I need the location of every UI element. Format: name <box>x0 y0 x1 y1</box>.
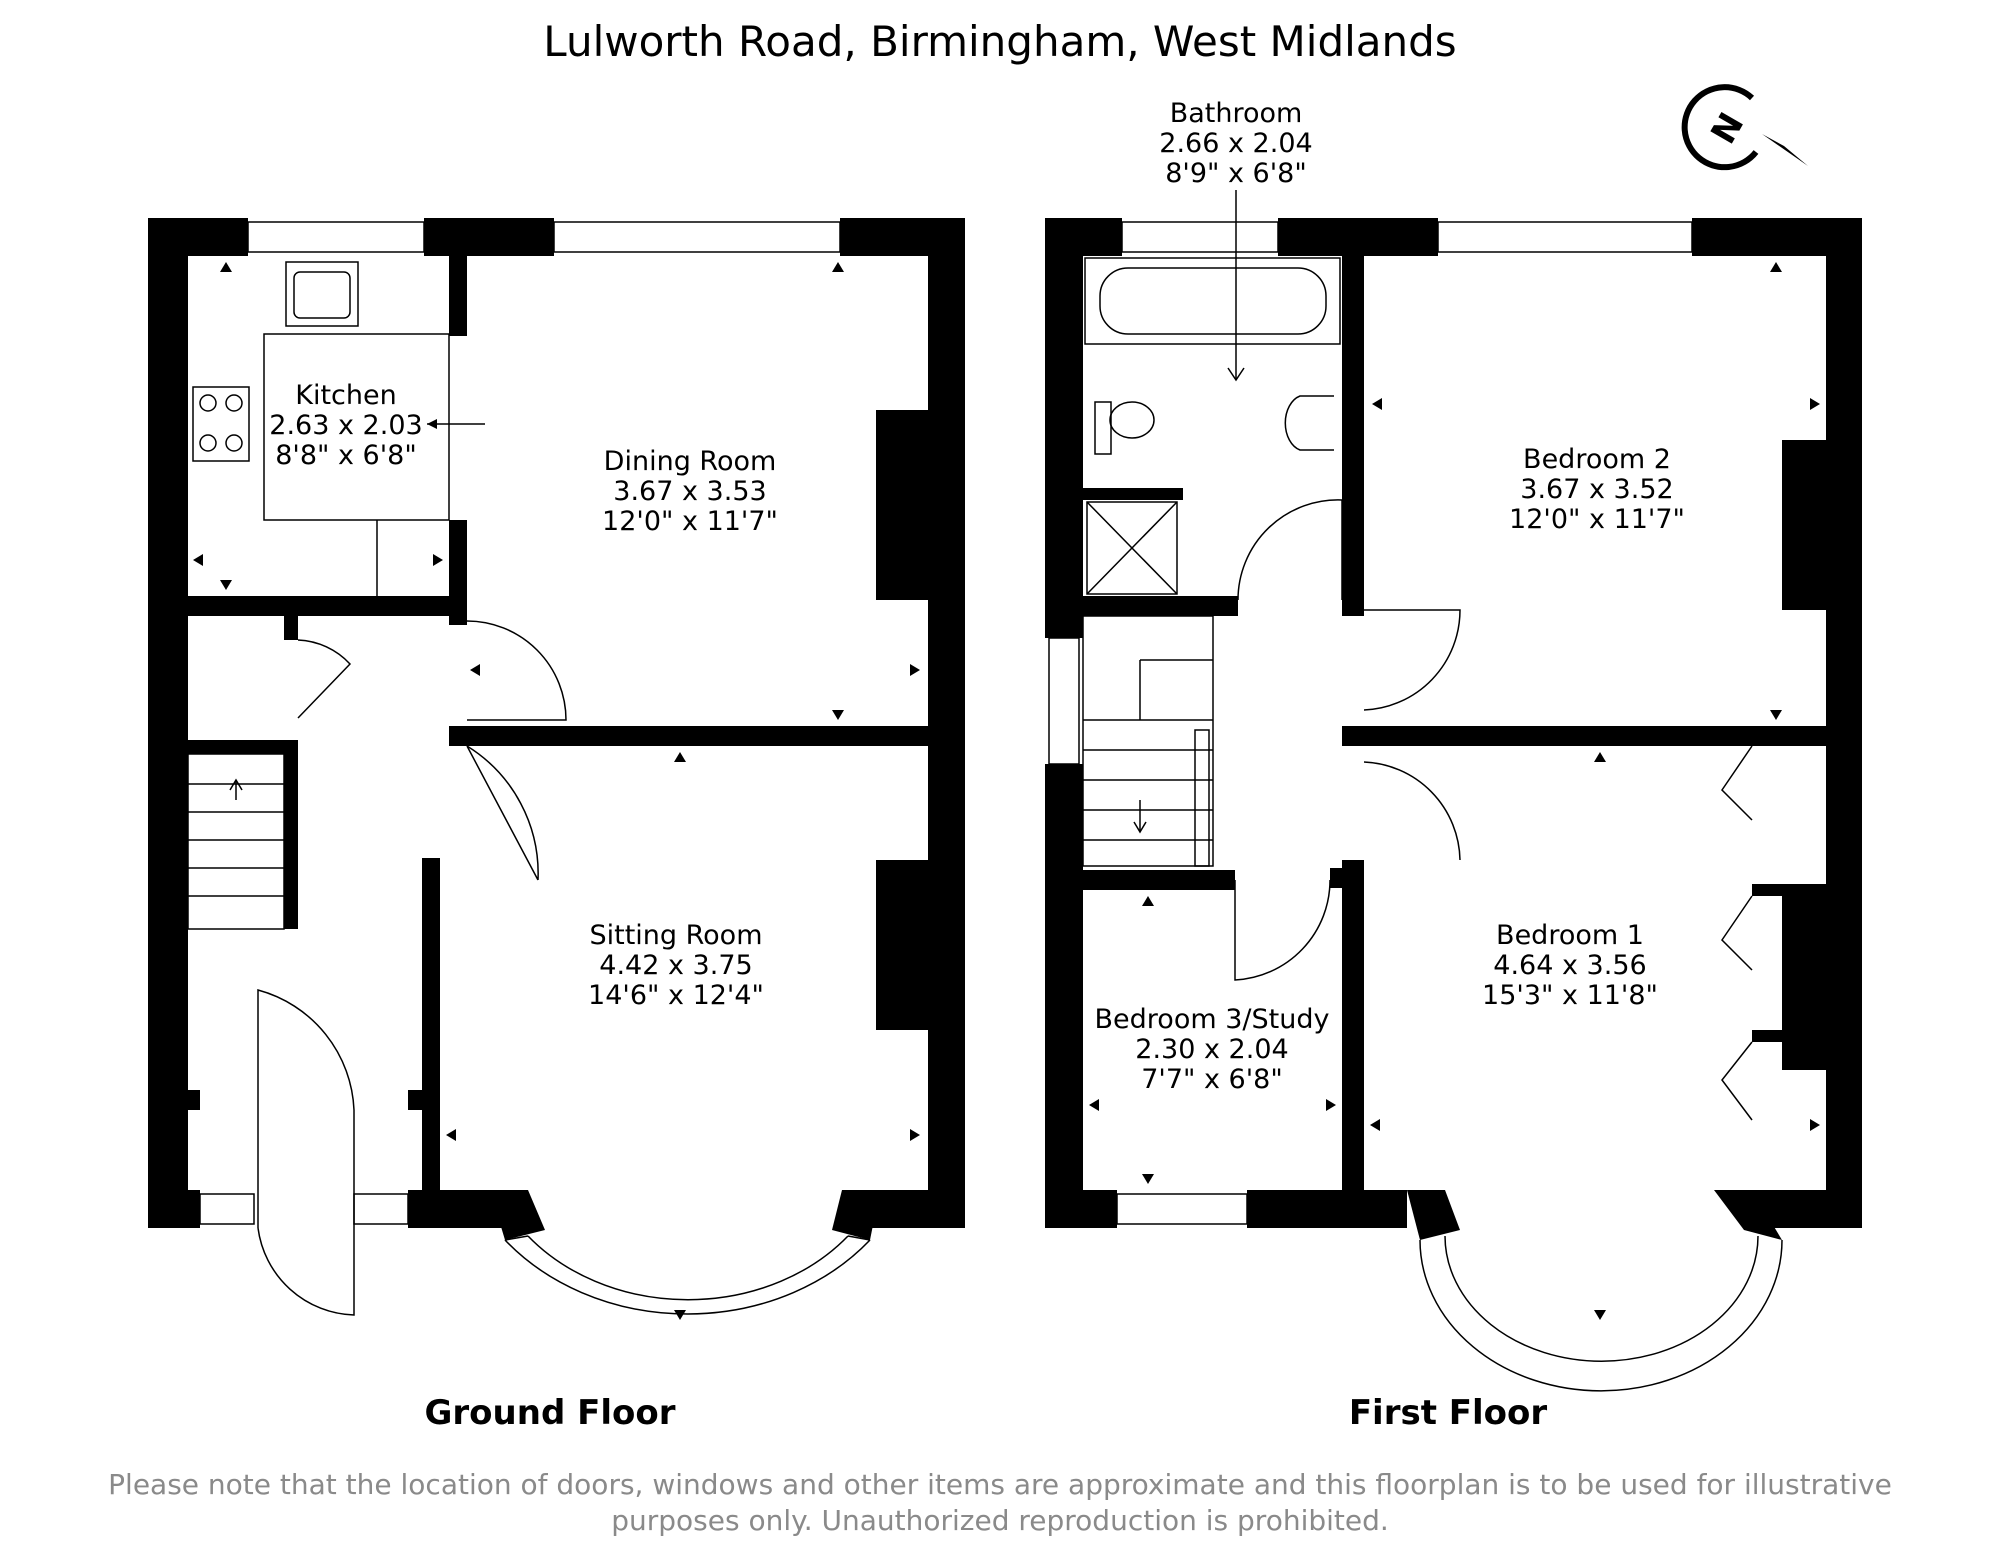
first-floor-title: First Floor <box>1349 1393 1548 1433</box>
dining-label-metric: 3.67 x 3.53 <box>613 476 766 507</box>
toilet-icon <box>1109 401 1155 439</box>
kitchen-wall-bottom <box>148 596 467 616</box>
ground-wall-right <box>928 218 965 1228</box>
porch-window-left <box>199 1193 255 1225</box>
first-wall-left-lower <box>1045 764 1083 1228</box>
shower-wall <box>1083 488 1183 500</box>
wardrobe-chimney <box>1782 890 1826 1070</box>
bedroom2-chimney <box>1782 440 1826 610</box>
wardrobe-doors <box>1721 745 1753 1121</box>
sitting-label-name: Sitting Room <box>589 920 762 951</box>
wardrobe-divider-2 <box>1752 1030 1826 1042</box>
front-door-swing <box>257 1227 355 1316</box>
page-title: Lulworth Road, Birmingham, West Midlands <box>543 17 1456 66</box>
first-wall-bottom-left <box>1045 1190 1117 1228</box>
kitchen-sink-icon <box>285 261 359 327</box>
bedroom3-label-name: Bedroom 3/Study <box>1095 1004 1330 1035</box>
sitting-door <box>466 745 539 881</box>
landing-window <box>1048 637 1080 765</box>
bedroom2-door <box>1363 609 1461 711</box>
front-door <box>257 989 355 1228</box>
wardrobe-divider-1 <box>1752 884 1826 896</box>
kitchen-wall-right-upper <box>449 256 467 336</box>
bathroom-label-metric: 2.66 x 2.04 <box>1159 128 1312 159</box>
stairs-wall <box>284 754 298 929</box>
kitchen-window <box>247 221 425 253</box>
dining-label-name: Dining Room <box>604 446 777 477</box>
bedroom3-label-metric: 2.30 x 2.04 <box>1135 1034 1288 1065</box>
dining-chimney <box>876 410 928 600</box>
bathroom-door <box>1237 499 1343 601</box>
dining-door <box>466 620 567 721</box>
bathroom-wall-bottom <box>1083 596 1238 616</box>
porch-wall-right <box>408 1090 422 1110</box>
bedroom1-label-imperial: 15'3" x 11'8" <box>1482 980 1658 1011</box>
shower-tray-icon <box>1086 501 1178 595</box>
bathroom-window <box>1121 221 1279 253</box>
sitting-chimney <box>876 860 928 1030</box>
cupboard-wall <box>148 740 298 754</box>
dining-label-imperial: 12'0" x 11'7" <box>602 506 778 537</box>
bedroom1-stub <box>1330 868 1364 888</box>
compass-letter: N <box>1703 106 1752 151</box>
sitting-wall-left <box>422 858 440 1190</box>
bathroom-wall-right <box>1342 256 1364 616</box>
kitchen-island <box>263 333 450 521</box>
kitchen-label-name: Kitchen <box>295 380 396 411</box>
bedroom3-window <box>1116 1193 1248 1225</box>
sitting-label-imperial: 14'6" x 12'4" <box>588 980 764 1011</box>
porch-window-right <box>353 1193 409 1225</box>
ground-stairs-icon <box>187 753 285 930</box>
ground-floor-plan: Kitchen 2.63 x 2.03 8'8" x 6'8" Dining R… <box>148 218 965 1433</box>
disclaimer-line-1: Please note that the location of doors, … <box>108 1468 1892 1501</box>
bedroom2-label-name: Bedroom 2 <box>1523 444 1671 475</box>
ground-wall-left <box>148 218 188 1228</box>
cupboard-door <box>297 639 352 719</box>
kitchen-label-metric: 2.63 x 2.03 <box>269 410 422 441</box>
bedroom3-door <box>1234 879 1331 981</box>
first-wall-left-upper <box>1045 218 1083 638</box>
ground-wall-bottom-left <box>148 1190 200 1228</box>
bedroom3-wall-right <box>1342 860 1364 1190</box>
porch-wall-left <box>188 1090 200 1110</box>
basin-icon <box>1284 395 1334 451</box>
bathroom-label-imperial: 8'9" x 6'8" <box>1165 158 1307 189</box>
dining-patio-door <box>553 221 841 253</box>
ground-floor-title: Ground Floor <box>425 1393 676 1433</box>
first-floor-plan: Bathroom 2.66 x 2.04 8'9" x 6'8" Bedroom… <box>1045 98 1862 1433</box>
first-wall-bottom-mid <box>1247 1190 1407 1228</box>
bedroom2-label-metric: 3.67 x 3.52 <box>1520 474 1673 505</box>
bedroom2-label-imperial: 12'0" x 11'7" <box>1509 504 1685 535</box>
bedroom3-label-imperial: 7'7" x 6'8" <box>1141 1064 1283 1095</box>
first-stairs-icon <box>1082 615 1214 867</box>
hob-icon <box>192 386 250 462</box>
bathroom-label-name: Bathroom <box>1170 98 1303 129</box>
bedroom3-wall-top <box>1045 870 1235 890</box>
landing-bedroom-divider <box>1342 726 1862 746</box>
bedroom1-bay-window <box>1407 1190 1783 1392</box>
bath-icon <box>1084 257 1341 345</box>
cupboard-stub <box>284 616 298 640</box>
bedroom2-window <box>1437 221 1693 253</box>
first-wall-right <box>1826 218 1862 1228</box>
hall-wall-divider <box>449 726 965 746</box>
sitting-bay-window <box>490 1190 880 1315</box>
bedroom1-door <box>1363 761 1461 861</box>
ground-wall-top-mid <box>424 218 554 256</box>
bedroom1-label-metric: 4.64 x 3.56 <box>1493 950 1646 981</box>
kitchen-label-imperial: 8'8" x 6'8" <box>275 440 417 471</box>
disclaimer-line-2: purposes only. Unauthorized reproduction… <box>611 1504 1389 1537</box>
north-compass-icon: N <box>1681 84 1808 171</box>
first-wall-top-mid <box>1278 218 1438 256</box>
sitting-label-metric: 4.42 x 3.75 <box>599 950 752 981</box>
bedroom1-label-name: Bedroom 1 <box>1496 920 1644 951</box>
